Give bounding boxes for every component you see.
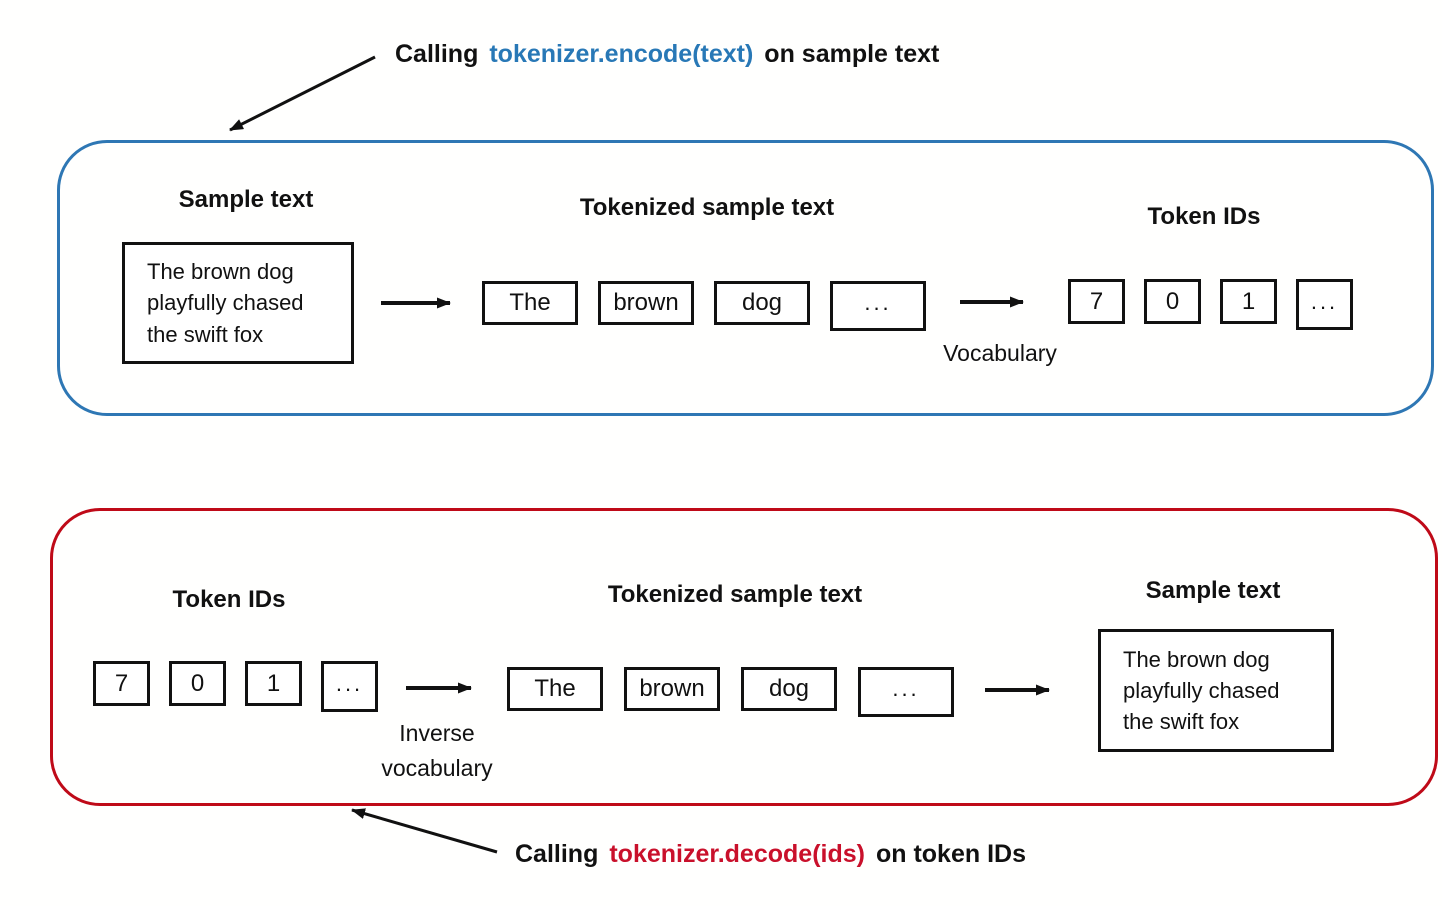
token-id-cell: 1 bbox=[245, 661, 302, 706]
decode-caption-suffix: on token IDs bbox=[875, 840, 1026, 868]
decode-token-ids-heading: Token IDs bbox=[172, 586, 286, 613]
token-id-cell: 0 bbox=[169, 661, 226, 706]
decode-caption: Calling tokenizer.decode(ids) on token I… bbox=[515, 840, 1026, 869]
token-id-cell: 7 bbox=[1068, 279, 1125, 324]
encode-sample-text-box: The brown dog playfully chased the swift… bbox=[122, 242, 354, 364]
decode-tokenized-heading: Tokenized sample text bbox=[607, 581, 863, 608]
decode-panel bbox=[50, 508, 1438, 806]
token-id-cell-ellipsis: ... bbox=[1296, 279, 1353, 330]
decode-caption-prefix: Calling bbox=[515, 840, 599, 868]
token-id-cell: 1 bbox=[1220, 279, 1277, 324]
decode-sample-text-heading: Sample text bbox=[1145, 577, 1281, 604]
encode-tokenized-heading: Tokenized sample text bbox=[579, 194, 835, 221]
vocabulary-label: Vocabulary bbox=[943, 340, 1057, 366]
encode-sample-text: The brown dog playfully chased the swift… bbox=[147, 259, 304, 347]
token-cell: The bbox=[507, 667, 603, 711]
token-cell: brown bbox=[624, 667, 720, 711]
token-cell: brown bbox=[598, 281, 694, 325]
decode-token-row: The brown dog ... bbox=[507, 667, 954, 717]
token-cell-ellipsis: ... bbox=[830, 281, 926, 331]
token-id-cell-ellipsis: ... bbox=[321, 661, 378, 712]
decode-sample-text-box: The brown dog playfully chased the swift… bbox=[1098, 629, 1334, 752]
token-cell: The bbox=[482, 281, 578, 325]
token-id-cell: 7 bbox=[93, 661, 150, 706]
encode-id-row: 7 0 1 ... bbox=[1068, 279, 1353, 330]
token-cell-ellipsis: ... bbox=[858, 667, 954, 717]
token-id-cell: 0 bbox=[1144, 279, 1201, 324]
encode-caption-suffix: on sample text bbox=[764, 40, 940, 68]
encode-code-text: tokenizer.encode(text) bbox=[489, 40, 754, 68]
token-cell: dog bbox=[714, 281, 810, 325]
encode-token-row: The brown dog ... bbox=[482, 281, 926, 331]
decode-code-text: tokenizer.decode(ids) bbox=[609, 840, 865, 868]
encode-caption-prefix: Calling bbox=[395, 40, 479, 68]
inverse-vocabulary-label: Inverse vocabulary bbox=[381, 720, 493, 781]
decode-sample-text: The brown dog playfully chased the swift… bbox=[1123, 646, 1280, 735]
arrow-decode-caption-to-panel bbox=[351, 808, 498, 854]
arrow-encode-caption-to-panel bbox=[229, 55, 376, 132]
encode-token-ids-heading: Token IDs bbox=[1147, 203, 1261, 230]
encode-panel bbox=[57, 140, 1434, 416]
decode-id-row: 7 0 1 ... bbox=[93, 661, 378, 712]
encode-sample-text-heading: Sample text bbox=[178, 186, 314, 213]
encode-caption: Calling tokenizer.encode(text) on sample… bbox=[395, 40, 939, 69]
token-cell: dog bbox=[741, 667, 837, 711]
